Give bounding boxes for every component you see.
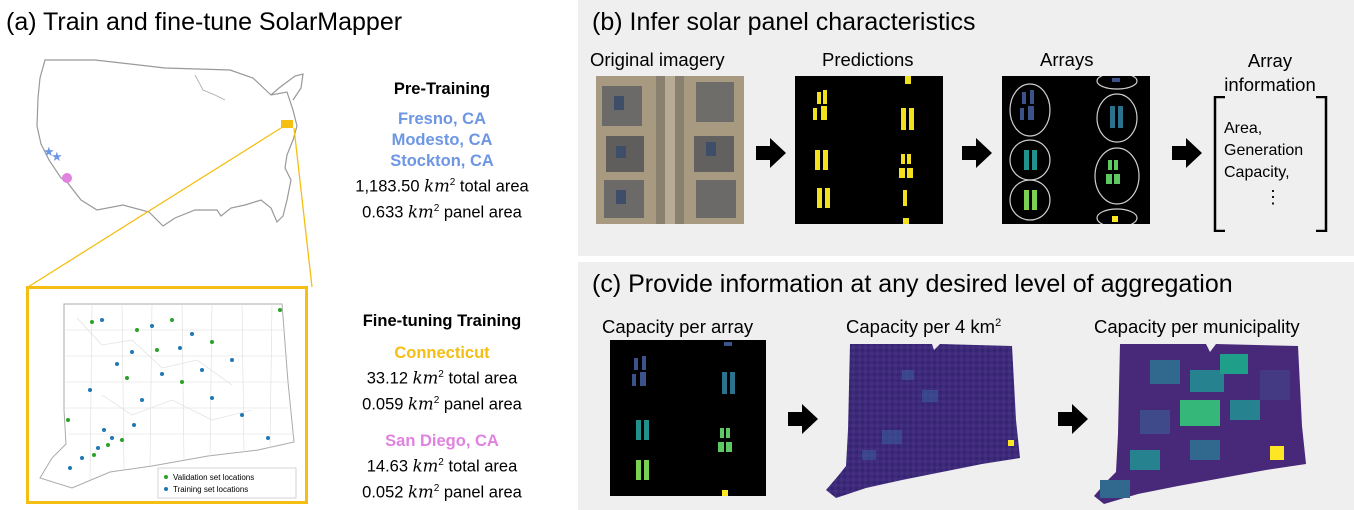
map-legend-box [157, 467, 297, 499]
california-star-icons: ★ ★ [43, 144, 63, 164]
region-connecticut: Connecticut [394, 344, 490, 362]
svg-text:★: ★ [43, 144, 55, 159]
sd-panel-area: 0.052 [362, 483, 404, 501]
info-item-ellipsis: ⋮ [1264, 187, 1282, 207]
original-imagery [596, 76, 744, 224]
label-arrays: Arrays [1040, 49, 1094, 70]
info-item-generation: Generation [1224, 142, 1304, 159]
connecticut-marker [281, 120, 293, 128]
ct-total-area: 33.12 [366, 369, 409, 388]
finetuning-heading: Fine-tuning Training [362, 312, 522, 330]
san-diego-dot [62, 173, 72, 183]
svg-text:★: ★ [51, 149, 63, 164]
pretraining-total-area: 1,183.50 [355, 177, 420, 196]
sd-total-area: 14.63 [366, 457, 409, 476]
pretraining-panel-area: 0.633 [362, 203, 404, 221]
city-modesto: Modesto, CA [391, 131, 493, 149]
connecticut-map: Validation set locations Training set lo… [39, 303, 297, 499]
pretraining-block: Pre-Training Fresno, CA Modesto, CA Stoc… [322, 80, 562, 223]
predictions-image [795, 76, 943, 224]
training-points [68, 318, 270, 470]
info-item-area: Area, [1224, 120, 1263, 137]
label-predictions: Predictions [822, 49, 914, 70]
legend-validation: Validation set locations [173, 473, 254, 482]
panel-c-title: (c) Provide information at any desired l… [592, 270, 1233, 298]
label-capacity-per-municipality: Capacity per municipality [1094, 316, 1300, 337]
label-capacity-per-4km: Capacity per 4 km2 [846, 316, 1002, 337]
legend-training: Training set locations [173, 485, 248, 494]
arrow-icon [1058, 404, 1088, 434]
city-stockton: Stockton, CA [390, 152, 494, 170]
arrow-icon [962, 138, 992, 168]
capacity-per-municipality-map [1094, 344, 1306, 504]
array-info-list: Area, Generation Capacity, ⋮ [1224, 118, 1322, 208]
region-san-diego: San Diego, CA [385, 432, 499, 450]
bracket-left [1213, 96, 1225, 232]
us-map: ★ ★ [36, 59, 304, 227]
panel-a-title: (a) Train and fine-tune SolarMapper [6, 8, 403, 36]
label-original-imagery: Original imagery [590, 49, 725, 70]
capacity-per-array-image [610, 340, 766, 496]
city-fresno: Fresno, CA [397, 110, 486, 128]
arrow-icon [756, 138, 786, 168]
ct-panel-area: 0.059 [362, 395, 404, 413]
arrow-icon [1172, 138, 1202, 168]
connector-lines [27, 127, 313, 288]
validation-points [66, 308, 282, 457]
panel-b-title: (b) Infer solar panel characteristics [592, 8, 976, 36]
pretraining-heading: Pre-Training [393, 80, 491, 98]
label-capacity-per-array: Capacity per array [602, 316, 754, 337]
info-item-capacity: Capacity, [1224, 164, 1290, 181]
capacity-per-4km-map [826, 344, 1020, 498]
finetuning-block: Fine-tuning Training Connecticut 33.12 k… [322, 312, 562, 503]
bracket-right [1316, 96, 1328, 232]
arrow-icon [788, 404, 818, 434]
arrays-image [1002, 76, 1150, 224]
